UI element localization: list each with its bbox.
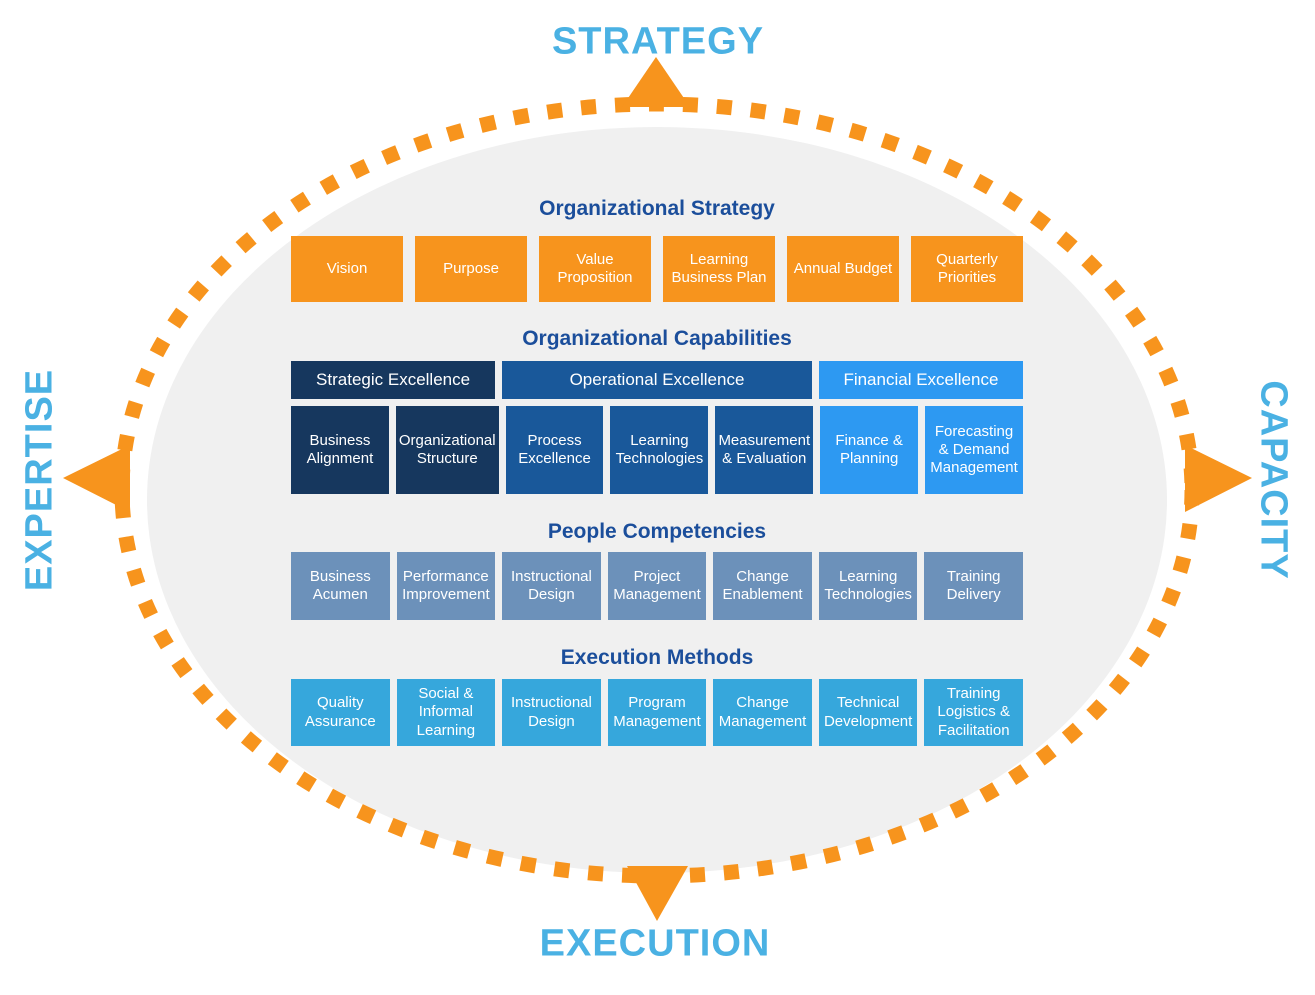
method-box-technical-development: Technical Development — [818, 679, 918, 746]
section-title-execution-methods: Execution Methods — [560, 646, 754, 669]
section-title-people-competencies: People Competencies — [547, 520, 767, 543]
execution-methods-row: Quality Assurance Social & Informal Lear… — [291, 679, 1023, 746]
axis-label-expertise: EXPERTISE — [18, 368, 61, 592]
method-box-social-informal-learning: Social & Informal Learning — [396, 679, 496, 746]
organizational-strategy-row: Vision Purpose Value Proposition Learnin… — [291, 236, 1023, 302]
capability-box-forecasting-demand-management: Forecasting & Demand Management — [925, 406, 1023, 494]
capability-group-strategic-excellence: Strategic Excellence — [291, 361, 496, 399]
axis-label-capacity: CAPACITY — [1252, 380, 1295, 580]
method-box-program-management: Program Management — [607, 679, 707, 746]
section-title-organizational-strategy: Organizational Strategy — [539, 197, 775, 220]
capability-box-process-excellence: Process Excellence — [505, 406, 604, 494]
axis-label-execution: EXECUTION — [539, 922, 771, 965]
strategy-box-purpose: Purpose — [415, 236, 527, 302]
competency-box-change-enablement: Change Enablement — [713, 552, 812, 620]
capability-box-learning-technologies: Learning Technologies — [610, 406, 709, 494]
framework-content: Organizational Strategy Vision Purpose V… — [291, 0, 1023, 995]
capability-box-business-alignment: Business Alignment — [291, 406, 389, 494]
capability-box-measurement-evaluation: Measurement & Evaluation — [715, 406, 814, 494]
competency-box-training-delivery: Training Delivery — [924, 552, 1023, 620]
strategy-box-annual-budget: Annual Budget — [787, 236, 899, 302]
method-box-quality-assurance: Quality Assurance — [291, 679, 390, 746]
arrow-down-icon — [627, 866, 688, 921]
strategy-box-learning-business-plan: Learning Business Plan — [663, 236, 775, 302]
strategy-box-vision: Vision — [291, 236, 403, 302]
capability-group-operational-excellence: Operational Excellence — [502, 361, 812, 399]
capability-box-organizational-structure: Organizational Structure — [395, 406, 499, 494]
capability-group-financial-excellence: Financial Excellence — [818, 361, 1023, 399]
competency-box-business-acumen: Business Acumen — [291, 552, 390, 620]
competency-box-learning-technologies: Learning Technologies — [818, 552, 918, 620]
competency-box-performance-improvement: Performance Improvement — [396, 552, 496, 620]
people-competencies-row: Business Acumen Performance Improvement … — [291, 552, 1023, 620]
section-title-organizational-capabilities: Organizational Capabilities — [522, 327, 792, 350]
arrow-up-icon — [622, 57, 690, 107]
capability-box-finance-planning: Finance & Planning — [820, 406, 919, 494]
capabilities-items-row: Business Alignment Organizational Struct… — [291, 406, 1023, 494]
arrow-left-icon — [63, 445, 130, 512]
capabilities-group-header-row: Strategic Excellence Operational Excelle… — [291, 361, 1023, 399]
competency-box-instructional-design: Instructional Design — [502, 552, 601, 620]
method-box-instructional-design: Instructional Design — [502, 679, 601, 746]
competency-box-project-management: Project Management — [607, 552, 707, 620]
method-box-training-logistics-facilitation: Training Logistics & Facilitation — [924, 679, 1023, 746]
axis-label-strategy: STRATEGY — [551, 20, 765, 63]
method-box-change-management: Change Management — [713, 679, 812, 746]
arrow-right-icon — [1185, 445, 1252, 512]
strategy-box-value-proposition: Value Proposition — [539, 236, 651, 302]
strategy-box-quarterly-priorities: Quarterly Priorities — [911, 236, 1023, 302]
